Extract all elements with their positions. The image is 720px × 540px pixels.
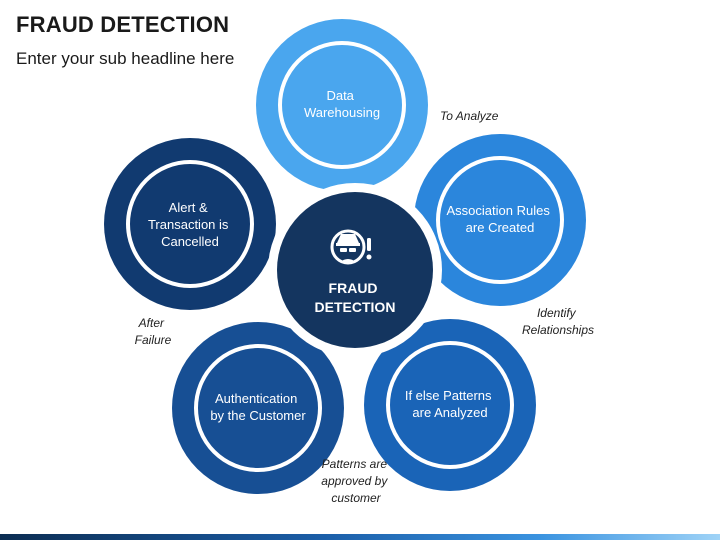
connector-line: To Analyze <box>440 109 499 123</box>
node-line: Data <box>326 88 354 103</box>
connector-line: customer <box>331 491 381 505</box>
node-line: Authentication <box>215 391 297 406</box>
connector-line: After <box>138 316 165 330</box>
center-line-1: FRAUD <box>329 280 378 296</box>
petal-authentication: Authentication by the Customer <box>172 322 344 494</box>
node-label-if-else-patterns: If else Patterns are Analyzed <box>405 388 495 420</box>
node-label-association-rules: Association Rules are Created <box>447 203 554 235</box>
connector-label-patterns-approved: Patterns are approved by customer <box>321 457 390 505</box>
node-circle-if-else-patterns <box>386 341 514 469</box>
footer-gradient-bar <box>0 534 720 540</box>
page-title: FRAUD DETECTION <box>16 12 230 37</box>
node-label-alert-transaction: Alert & Transaction is Cancelled <box>148 200 232 249</box>
center-circle <box>277 192 433 348</box>
page-subtitle: Enter your sub headline here <box>16 49 235 68</box>
node-line: Warehousing <box>304 105 380 120</box>
node-circle-association-rules <box>436 156 564 284</box>
node-circle-authentication <box>194 344 322 472</box>
center-hub: FRAUD DETECTION <box>268 183 442 357</box>
node-circle-data-warehousing <box>278 41 406 169</box>
spy-alert-icon <box>330 229 372 265</box>
connector-line: Failure <box>135 333 172 347</box>
connector-label-to-analyze: To Analyze <box>440 109 499 123</box>
center-line-2: DETECTION <box>315 299 396 315</box>
node-line: If else Patterns <box>405 388 492 403</box>
node-line: Transaction is <box>148 217 229 232</box>
node-label-authentication: Authentication by the Customer <box>210 391 306 423</box>
node-line: Cancelled <box>161 234 219 249</box>
petal-data-warehousing: Data Warehousing <box>256 19 428 191</box>
connector-label-after-failure: After Failure <box>135 316 172 347</box>
node-circle-alert-transaction <box>126 160 254 288</box>
connector-line: Relationships <box>522 323 594 337</box>
node-line: by the Customer <box>210 408 306 423</box>
connector-line: Patterns are <box>322 457 388 471</box>
center-label: FRAUD DETECTION <box>315 280 396 315</box>
connector-label-identify-relationships: Identify Relationships <box>522 306 594 337</box>
node-line: are Created <box>466 220 535 235</box>
connector-line: approved by <box>321 474 388 488</box>
node-line: are Analyzed <box>412 405 487 420</box>
petal-if-else-patterns: If else Patterns are Analyzed <box>364 319 536 491</box>
node-line: Alert & <box>169 200 208 215</box>
node-label-data-warehousing: Data Warehousing <box>304 88 380 120</box>
connector-line: Identify <box>537 306 577 320</box>
node-line: Association Rules <box>447 203 551 218</box>
petal-alert-transaction: Alert & Transaction is Cancelled <box>104 138 276 310</box>
petal-association-rules: Association Rules are Created <box>414 134 586 306</box>
